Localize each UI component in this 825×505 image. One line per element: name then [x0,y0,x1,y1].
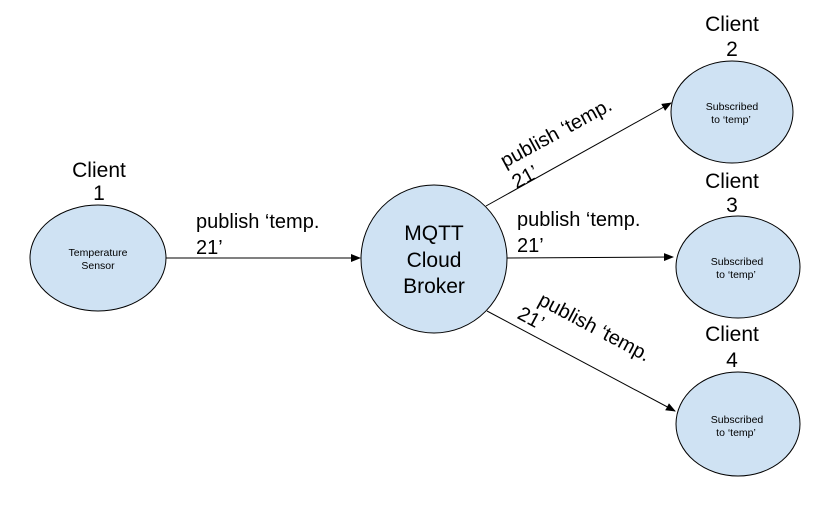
client2-title-line2: 2 [726,38,738,61]
edge-label-line1: publish ‘temp. [497,94,616,172]
client1-label-line2: Sensor [81,260,115,272]
edge-broker-to-client2 [485,102,672,207]
node-client1: Client 1 Temperature Sensor [29,159,167,312]
client3-label-line2: to ‘temp’ [716,269,756,281]
broker-ellipse [360,184,508,334]
client3-label-line1: Subscribed [711,256,764,268]
client2-title-line1: Client [705,13,759,36]
broker-label-line2: Cloud [407,249,462,272]
edge-label-line1: publish ‘temp. [535,289,654,366]
edge-label-line1: publish ‘temp. [517,209,640,231]
client2-ellipse [670,60,794,164]
client3-title-line1: Client [705,170,759,193]
client1-title-line2: 1 [93,182,105,205]
broker-label-line3: Broker [403,275,465,298]
edge-label-line1: publish ‘temp. [196,211,319,233]
client4-ellipse [675,371,801,477]
node-client3: Client 3 Subscribed to ‘temp’ [675,170,801,319]
client1-ellipse [29,204,167,312]
broker-label-line1: MQTT [404,222,464,245]
edge-broker-to-client4 [486,310,676,412]
edge-label-line2: 21’ [517,235,544,257]
client1-label-line1: Temperature [69,247,128,259]
node-client2: Client 2 Subscribed to ‘temp’ [670,13,794,164]
client4-title-line2: 4 [726,349,738,372]
node-broker: MQTT Cloud Broker [360,184,508,334]
node-client4: Client 4 Subscribed to ‘temp’ [675,323,801,477]
edge-label-broker-to-client2: publish ‘temp. 21’ [497,94,616,193]
edge-label-broker-to-client4: publish ‘temp. 21’ [514,289,654,366]
edge-broker-to-client3 [506,253,674,262]
client4-label-line1: Subscribed [711,414,764,426]
edge-label-client1-to-broker: publish ‘temp. 21’ [196,211,319,259]
edge-label-broker-to-client3: publish ‘temp. 21’ [517,209,640,257]
client2-label-line1: Subscribed [706,101,759,113]
client4-label-line2: to ‘temp’ [716,427,756,439]
client3-title-line2: 3 [726,194,738,217]
edge-label-line2: 21’ [196,237,223,259]
client4-title-line1: Client [705,323,759,346]
client3-ellipse [675,215,801,319]
client2-label-line2: to ‘temp’ [711,114,751,126]
client1-title-line1: Client [72,159,126,182]
